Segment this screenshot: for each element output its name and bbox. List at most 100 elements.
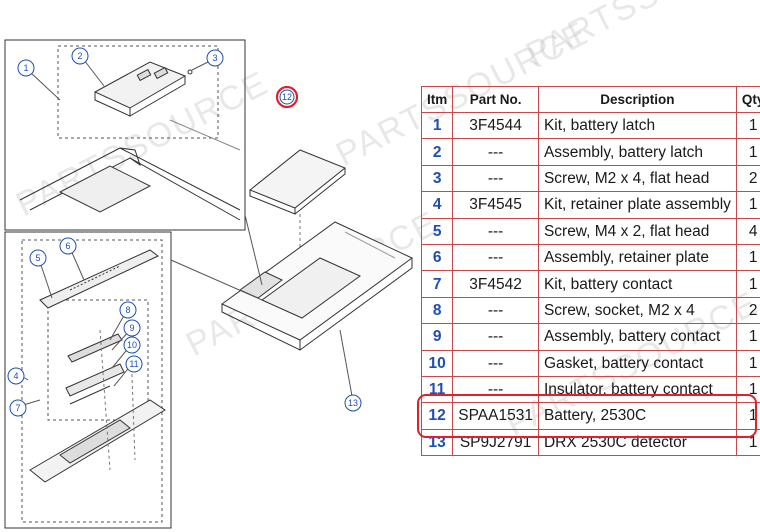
callout-6: 6 <box>59 237 77 255</box>
row-itm: 10 <box>420 349 454 377</box>
inset-frame-top <box>4 39 246 231</box>
callout-9: 9 <box>123 319 141 337</box>
row-qty: 1 <box>735 111 760 140</box>
row-part: --- <box>452 243 539 272</box>
parts-table: Itm Part No. Description Qty 13F4544Kit,… <box>420 86 760 457</box>
svg-text:1: 1 <box>23 63 28 73</box>
row-part: --- <box>452 349 539 377</box>
row-itm: 5 <box>420 217 454 245</box>
row-itm: 3 <box>420 164 454 193</box>
row-desc: Screw, socket, M2 x 4 <box>537 296 737 325</box>
row-part: --- <box>452 296 539 325</box>
svg-text:9: 9 <box>129 323 134 333</box>
callout-4: 4 <box>7 367 25 385</box>
row-itm: 7 <box>420 270 454 298</box>
row-desc: Screw, M2 x 4, flat head <box>537 164 737 193</box>
row-part: 3F4542 <box>452 270 539 298</box>
row-qty: 1 <box>735 243 760 272</box>
row-desc: Insulator, battery contact <box>537 375 737 404</box>
row-desc: Assembly, battery latch <box>537 138 737 166</box>
col-header-description: Description <box>537 86 737 113</box>
row-desc: DRX 2530C detector <box>537 428 737 457</box>
svg-text:4: 4 <box>13 371 18 381</box>
callout-13: 13 <box>344 394 362 412</box>
row-part: SPAA1531 <box>452 402 539 430</box>
row-itm: 13 <box>420 428 454 457</box>
row-itm: 12 <box>420 402 454 430</box>
row-itm: 2 <box>420 138 454 166</box>
row-itm: 8 <box>420 296 454 325</box>
svg-text:10: 10 <box>127 340 137 350</box>
row-qty: 1 <box>735 402 760 430</box>
row-qty: 4 <box>735 217 760 245</box>
callout-10: 10 <box>123 336 141 354</box>
row-desc: Gasket, battery contact <box>537 349 737 377</box>
callout-11: 11 <box>125 355 143 373</box>
callout-2: 2 <box>71 47 89 65</box>
row-part: --- <box>452 375 539 404</box>
row-desc: Assembly, battery contact <box>537 323 737 351</box>
row-part: 3F4544 <box>452 111 539 140</box>
row-desc: Kit, retainer plate assembly <box>537 191 737 219</box>
callout-12: 12 <box>275 85 299 109</box>
row-part: SP9J2791 <box>452 428 539 457</box>
row-qty: 2 <box>735 164 760 193</box>
row-itm: 11 <box>420 375 454 404</box>
callout-5: 5 <box>29 249 47 267</box>
inset-frame-bottom <box>4 231 172 529</box>
row-itm: 1 <box>420 111 454 140</box>
table-header-row: Itm Part No. Description Qty <box>420 86 760 113</box>
callout-3: 3 <box>206 49 224 67</box>
row-desc: Battery, 2530C <box>537 402 737 430</box>
svg-text:8: 8 <box>125 305 130 315</box>
col-header-itm: Itm <box>420 86 454 113</box>
row-part: --- <box>452 217 539 245</box>
row-qty: 1 <box>735 323 760 351</box>
svg-text:5: 5 <box>35 253 40 263</box>
row-qty: 1 <box>735 349 760 377</box>
row-part: --- <box>452 323 539 351</box>
col-header-qty: Qty <box>735 86 760 113</box>
row-itm: 6 <box>420 243 454 272</box>
row-part: --- <box>452 138 539 166</box>
callout-8: 8 <box>119 301 137 319</box>
row-desc: Screw, M4 x 2, flat head <box>537 217 737 245</box>
row-itm: 4 <box>420 191 454 219</box>
svg-text:11: 11 <box>129 359 138 369</box>
row-itm: 9 <box>420 323 454 351</box>
row-part: --- <box>452 164 539 193</box>
svg-text:2: 2 <box>77 51 82 61</box>
row-desc: Assembly, retainer plate <box>537 243 737 272</box>
col-header-part-no: Part No. <box>452 86 539 113</box>
svg-text:12: 12 <box>282 92 292 102</box>
row-desc: Kit, battery contact <box>537 270 737 298</box>
svg-text:6: 6 <box>65 241 70 251</box>
row-part: 3F4545 <box>452 191 539 219</box>
row-qty: 1 <box>735 270 760 298</box>
row-qty: 1 <box>735 428 760 457</box>
svg-text:7: 7 <box>15 403 20 413</box>
callout-1: 1 <box>17 59 35 77</box>
row-qty: 1 <box>735 138 760 166</box>
row-desc: Kit, battery latch <box>537 111 737 140</box>
callout-7: 7 <box>9 399 27 417</box>
row-qty: 2 <box>735 296 760 325</box>
svg-text:3: 3 <box>212 53 217 63</box>
row-qty: 1 <box>735 191 760 219</box>
callouts: 1 2 3 4 5 6 7 8 9 10 11 12 13 <box>7 47 362 417</box>
row-qty: 1 <box>735 375 760 404</box>
